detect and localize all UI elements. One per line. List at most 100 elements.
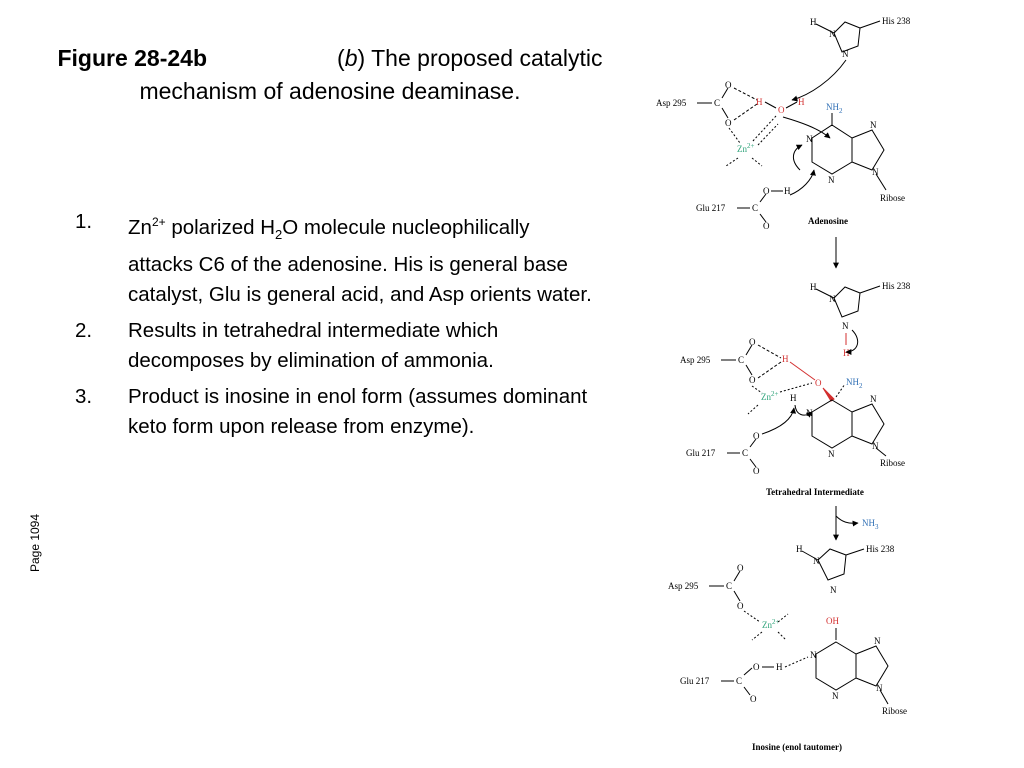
purine-n9: N	[872, 167, 879, 177]
svg-text:H: H	[782, 354, 789, 364]
stage-inosine: H N N His 238 Asp 295 C O O Zn2+ OH N N …	[668, 544, 907, 752]
svg-text:N: N	[874, 636, 881, 646]
svg-text:C: C	[738, 355, 744, 365]
wedge-bond	[822, 387, 835, 402]
list-number: 2.	[75, 318, 93, 342]
zn-ion: Zn2+	[737, 142, 755, 154]
svg-text:O: O	[750, 694, 757, 704]
svg-text:H: H	[776, 662, 783, 672]
nh3: NH3	[862, 518, 879, 531]
purine-5ring	[851, 129, 885, 171]
stage-label-tetrahedral: Tetrahedral Intermediate	[766, 487, 864, 497]
svg-text:Glu 217: Glu 217	[680, 676, 710, 686]
stage-tetrahedral-intermediate: H N N H His 238 Asp 295 C O O H O NH2 Zn…	[680, 281, 911, 497]
svg-text:His 238: His 238	[866, 544, 895, 554]
ribose: Ribose	[880, 193, 905, 203]
his-h: H	[810, 17, 817, 27]
his-ring	[833, 286, 861, 318]
list-number: 1.	[75, 210, 93, 233]
glu-c: C	[752, 203, 758, 213]
his-n3: N	[842, 49, 849, 59]
asp-label: Asp 295	[656, 98, 687, 108]
svg-text:Zn2+: Zn2+	[762, 618, 780, 630]
glu-o1: O	[763, 186, 770, 196]
svg-text:Zn2+: Zn2+	[761, 390, 779, 402]
slide-title: Figure 28-24b(b) The proposed catalytic …	[57, 45, 603, 104]
svg-text:O: O	[815, 378, 822, 388]
figure-caption: The proposed catalytic mechanism of aden…	[139, 45, 603, 104]
svg-text:H: H	[810, 282, 817, 292]
purine-5ring	[851, 403, 885, 445]
svg-text:OH: OH	[826, 616, 839, 626]
svg-text:N: N	[842, 321, 849, 331]
list-number: 3.	[75, 384, 93, 408]
svg-text:NH2: NH2	[846, 377, 863, 390]
water-o: O	[778, 105, 785, 115]
list-item: 2. Results in tetrahedral intermediate w…	[75, 316, 595, 376]
svg-text:Ribose: Ribose	[880, 458, 905, 468]
asp-c: C	[714, 98, 720, 108]
his-ring	[817, 548, 847, 581]
stage-adenosine: H N N His 238 Asp 295 C O O H O H Zn2+ N…	[656, 16, 911, 231]
page-label: Page 1094	[28, 513, 42, 573]
svg-text:N: N	[870, 394, 877, 404]
purine-6ring	[815, 641, 857, 691]
water-h2: H	[798, 97, 805, 107]
water-h1: H	[756, 97, 763, 107]
nh2: NH2	[826, 102, 843, 115]
svg-text:N: N	[806, 408, 813, 418]
his-ring	[833, 21, 861, 53]
svg-text:N: N	[830, 585, 837, 595]
purine-6ring	[811, 124, 853, 175]
list-text: Zn2+ polarized H2O molecule nucleophilic…	[128, 215, 592, 306]
purine-n3: N	[828, 175, 835, 185]
purine-6ring	[811, 399, 853, 449]
purine-5ring	[855, 645, 889, 687]
list-text: Results in tetrahedral intermediate whic…	[128, 318, 499, 372]
figure-number: Figure 28-24b	[57, 45, 208, 71]
svg-text:C: C	[742, 448, 748, 458]
svg-text:N: N	[872, 441, 879, 451]
purine-n7: N	[870, 120, 877, 130]
glu-h: H	[784, 186, 791, 196]
svg-text:N: N	[829, 294, 836, 304]
svg-text:H: H	[843, 348, 850, 358]
svg-text:H: H	[796, 544, 803, 554]
svg-text:N: N	[876, 683, 883, 693]
svg-text:N: N	[813, 556, 820, 566]
step-list: 1. Zn2+ polarized H2O molecule nucleophi…	[75, 207, 595, 448]
svg-text:His 238: His 238	[882, 281, 911, 291]
figure-part-letter: b	[344, 45, 358, 71]
nh3-release-arrow	[835, 515, 859, 527]
svg-text:O: O	[753, 431, 760, 441]
svg-text:O: O	[749, 337, 756, 347]
stage-label-adenosine: Adenosine	[808, 216, 848, 226]
svg-text:O: O	[737, 601, 744, 611]
mechanism-scheme: H N N His 238 Asp 295 C O O H O H Zn2+ N…	[656, 16, 911, 752]
svg-text:O: O	[753, 466, 760, 476]
svg-text:N: N	[810, 650, 817, 660]
svg-text:Glu 217: Glu 217	[686, 448, 716, 458]
asp-o1: O	[725, 80, 732, 90]
svg-text:Ribose: Ribose	[882, 706, 907, 716]
list-item: 3. Product is inosine in enol form (assu…	[75, 382, 595, 442]
asp-o2: O	[725, 118, 732, 128]
svg-text:O: O	[753, 662, 760, 672]
svg-text:Asp 295: Asp 295	[680, 355, 711, 365]
glu-o2: O	[763, 221, 770, 231]
list-item: 1. Zn2+ polarized H2O molecule nucleophi…	[75, 207, 595, 310]
svg-text:O: O	[749, 375, 756, 385]
svg-text:Asp 295: Asp 295	[668, 581, 699, 591]
his-label: His 238	[882, 16, 911, 26]
svg-text:H: H	[790, 393, 797, 403]
svg-text:C: C	[726, 581, 732, 591]
purine-n1: N	[806, 134, 813, 144]
curved-arrow	[791, 59, 847, 102]
stage-label-inosine: Inosine (enol tautomer)	[752, 742, 842, 752]
svg-text:C: C	[736, 676, 742, 686]
svg-text:O: O	[737, 563, 744, 573]
svg-text:N: N	[832, 691, 839, 701]
his-n1: N	[829, 29, 836, 39]
glu-label: Glu 217	[696, 203, 726, 213]
svg-text:N: N	[828, 449, 835, 459]
